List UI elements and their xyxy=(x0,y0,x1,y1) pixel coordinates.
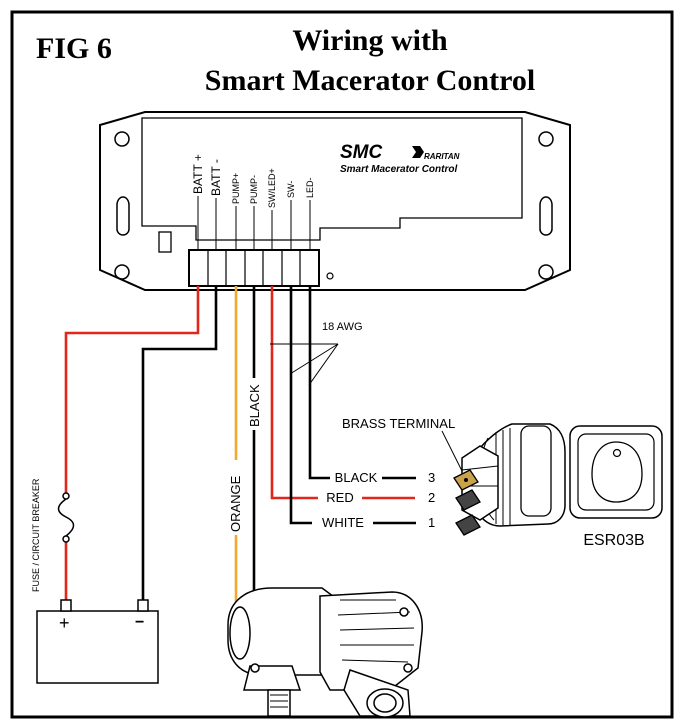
lead-label-red: RED xyxy=(326,490,353,505)
keyhole-slot xyxy=(539,196,553,236)
title-line-1: Wiring with xyxy=(292,24,448,57)
figure-label: FIG 6 xyxy=(36,32,112,65)
wire-led-negative xyxy=(308,286,330,480)
black-wire-label: BLACK xyxy=(247,384,262,427)
pin-number-1: 1 xyxy=(428,515,435,530)
terminal-label-batt-plus: BATT + xyxy=(191,154,205,194)
smc-controller: SMC Smart Macerator Control RARITAN BATT… xyxy=(99,111,571,291)
terminal-label-pump-plus: PUMP+ xyxy=(231,173,241,204)
fuse-label: FUSE / CIRCUIT BREAKER xyxy=(31,478,41,592)
maker-name: RARITAN xyxy=(424,152,460,161)
terminal-2 xyxy=(455,489,481,511)
raritan-logo-icon xyxy=(412,146,424,158)
brass-terminal xyxy=(453,469,479,491)
switch-model-label: ESR03B xyxy=(583,532,644,549)
mount-hole xyxy=(114,264,130,280)
wire-batt-positive xyxy=(64,286,200,495)
fuse-circuit-breaker xyxy=(57,492,75,543)
switch-body xyxy=(461,423,566,527)
lead-label-black: BLACK xyxy=(335,470,378,485)
battery: + − xyxy=(36,599,159,684)
indicator-led-icon xyxy=(612,448,622,458)
wire-sw-negative xyxy=(289,286,312,525)
keyhole-slot xyxy=(116,196,130,236)
awg-pointer xyxy=(289,343,339,375)
macerator-pump xyxy=(227,587,423,718)
terminal-1 xyxy=(455,514,481,536)
mount-hole xyxy=(538,264,554,280)
pin-number-2: 2 xyxy=(428,490,435,505)
smc-brand-full: Smart Macerator Control xyxy=(340,164,457,175)
lead-label-white: WHITE xyxy=(322,515,364,530)
smc-brand: SMC xyxy=(340,142,383,163)
wire-gauge-label: 18 AWG xyxy=(322,321,363,333)
orange-wire-label: ORANGE xyxy=(228,475,243,532)
terminal-label-led-minus: LED- xyxy=(305,177,315,198)
battery-positive-post xyxy=(60,599,72,612)
esr03b-switch xyxy=(569,425,663,519)
awg-pointer xyxy=(308,343,339,386)
battery-negative-post xyxy=(137,599,149,612)
battery-plus-sign: + xyxy=(59,613,70,633)
brass-terminal-label: BRASS TERMINAL xyxy=(342,416,455,431)
terminal-label-batt-minus: BATT - xyxy=(209,159,223,196)
wire-batt-negative xyxy=(141,286,218,600)
terminal-label-swled-plus: SW/LED+ xyxy=(267,168,277,208)
terminal-label-pump-minus: PUMP- xyxy=(249,175,259,204)
title-line-2: Smart Macerator Control xyxy=(205,64,535,97)
terminal-block xyxy=(188,249,320,287)
terminal-label-sw-minus: SW- xyxy=(286,181,296,198)
brass-terminal-pointer xyxy=(441,430,463,472)
figure-frame xyxy=(10,10,674,719)
wire-swled-positive xyxy=(270,286,318,500)
battery-minus-sign: − xyxy=(135,614,144,631)
mount-hole xyxy=(538,131,554,147)
mount-hole xyxy=(114,131,130,147)
pin-number-3: 3 xyxy=(428,470,435,485)
